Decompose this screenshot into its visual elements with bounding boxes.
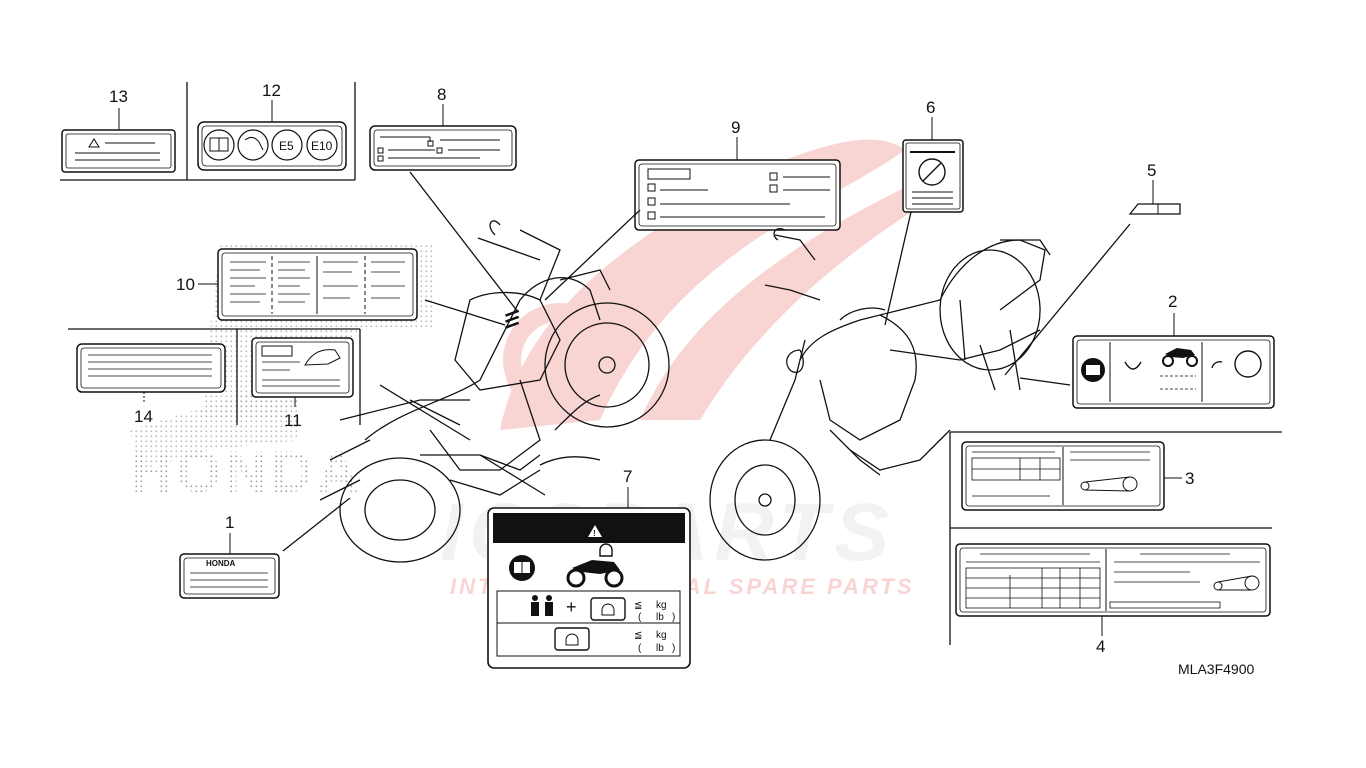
e10-icon [306,129,338,161]
label-14[interactable] [76,343,226,403]
label-6[interactable] [902,117,964,213]
exclamation-icon: ! [593,529,596,538]
label-10[interactable] [198,248,418,321]
honda-dotted-text: HONDA [130,440,363,505]
leq-2: ≦ [634,630,642,641]
paren-2b: ) [672,643,675,654]
label-13[interactable] [61,108,176,173]
diagram-code: MLA3F4900 [1178,661,1254,677]
callout-3: 3 [1185,469,1194,488]
luggage-icon-2 [554,627,590,651]
motorcycle-icon-2 [1162,348,1198,367]
paren-1: ( [638,612,642,623]
honda-brand-text: HONDA [206,559,236,568]
label-11[interactable] [251,337,354,407]
unit-kg-2: kg [656,630,667,641]
label-1[interactable]: HONDA [179,533,280,599]
no-riding-icon [918,158,946,186]
callout-numbers: 13 12 8 9 6 5 2 10 14 11 1 7 3 4 [109,81,1194,656]
warning-band [493,513,685,543]
leader-lines [282,171,1131,552]
manual-book-icon [203,129,235,161]
label-12[interactable]: E5 E10 [197,100,347,171]
leq-1: ≦ [634,600,642,611]
motorcycle-left [319,220,670,563]
suspension-icon [1124,361,1142,370]
two-riders-icon [531,595,553,616]
callout-8: 8 [437,85,446,104]
callout-11: 11 [284,411,302,430]
e5-text: E5 [279,139,294,153]
callout-2: 2 [1168,292,1177,311]
label-8[interactable] [369,104,517,171]
callout-14: 14 [134,407,153,426]
motorcycle-icon [566,560,624,588]
callout-5: 5 [1147,161,1156,180]
callout-4: 4 [1096,637,1105,656]
e10-text: E10 [311,139,333,153]
label-2[interactable] [1072,313,1275,409]
paren-1b: ) [672,612,675,623]
label-5[interactable] [1128,180,1181,215]
chain-icon-3 [1080,476,1138,492]
fuel-nozzle-icon [237,129,269,161]
label-7[interactable]: ! + ≦ kg lb ( ) ≦ kg lb ( ) [487,487,691,669]
unit-lb-2: lb [656,643,664,654]
callout-6: 6 [926,98,935,117]
tank-label-marks [505,309,520,329]
callout-13: 13 [109,87,128,106]
chain-icon-4 [1213,575,1260,591]
unit-kg-1: kg [656,600,667,611]
luggage-icon [590,597,626,621]
plus-sign: + [566,597,577,617]
right-frame [949,431,1282,645]
chain-adjust-icon [1211,361,1223,369]
unit-lb-1: lb [656,612,664,623]
paren-2: ( [638,643,642,654]
callout-1: 1 [225,513,234,532]
e5-icon [271,129,303,161]
label-9[interactable] [634,137,841,231]
callout-9: 9 [731,118,740,137]
callout-12: 12 [262,81,281,100]
left-mid-frame [68,328,361,425]
cargo-icon [599,543,613,557]
callout-10: 10 [176,275,195,294]
label-4[interactable] [955,543,1271,636]
top-left-frame [60,82,356,181]
label-3[interactable] [961,441,1182,511]
callout-7: 7 [623,467,632,486]
